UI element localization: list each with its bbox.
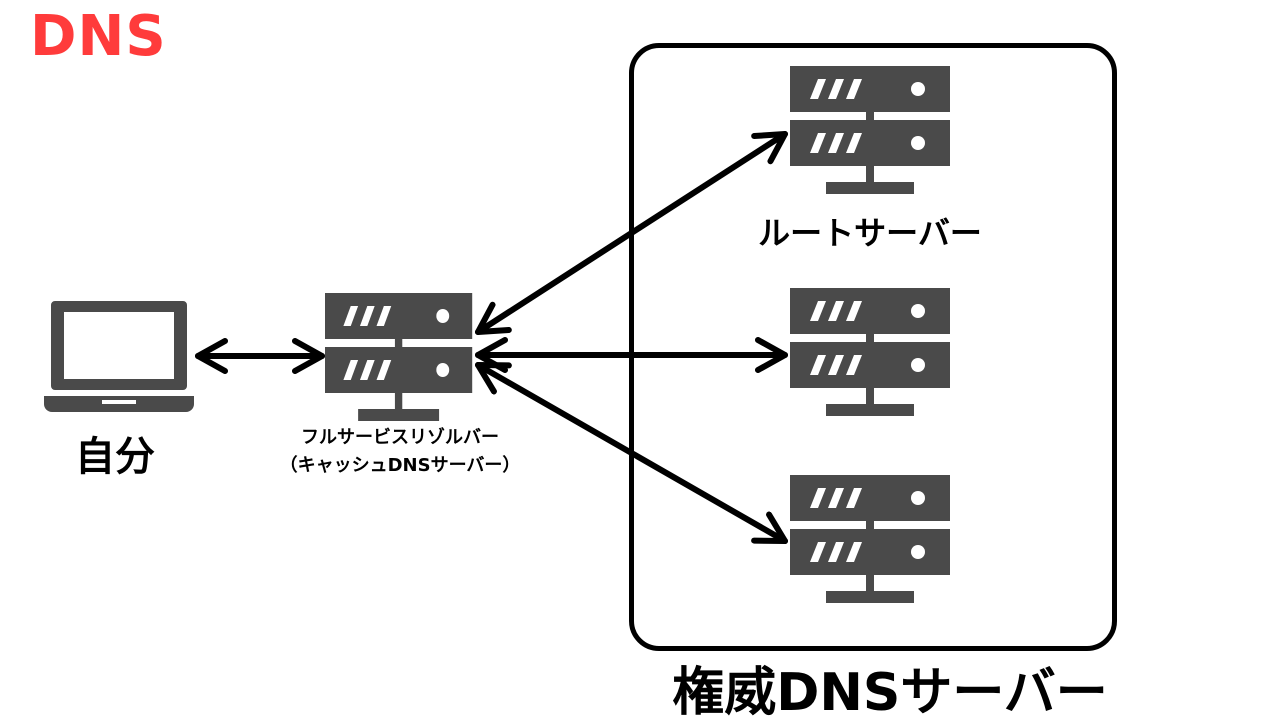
resolver-label-line2: （キャッシュDNSサーバー） <box>279 455 521 476</box>
resolver-label-line1: フルサービスリゾルバー <box>301 427 499 448</box>
tld-server-icon <box>790 288 950 416</box>
laptop-icon <box>44 301 194 412</box>
client-label: 自分 <box>75 434 155 480</box>
page-title: DNS <box>30 4 167 69</box>
authoritative-server-icon <box>790 475 950 603</box>
resolver-label: フルサービスリゾルバー （キャッシュDNSサーバー） <box>250 424 550 480</box>
arrow-resolver-root <box>475 131 788 335</box>
root-server-label: ルートサーバー <box>758 214 982 252</box>
root-server-icon <box>790 66 950 194</box>
resolver-server-icon <box>325 293 473 421</box>
authoritative-dns-label: 権威DNSサーバー <box>672 663 1108 723</box>
arrow-resolver-authoritative <box>475 362 788 544</box>
